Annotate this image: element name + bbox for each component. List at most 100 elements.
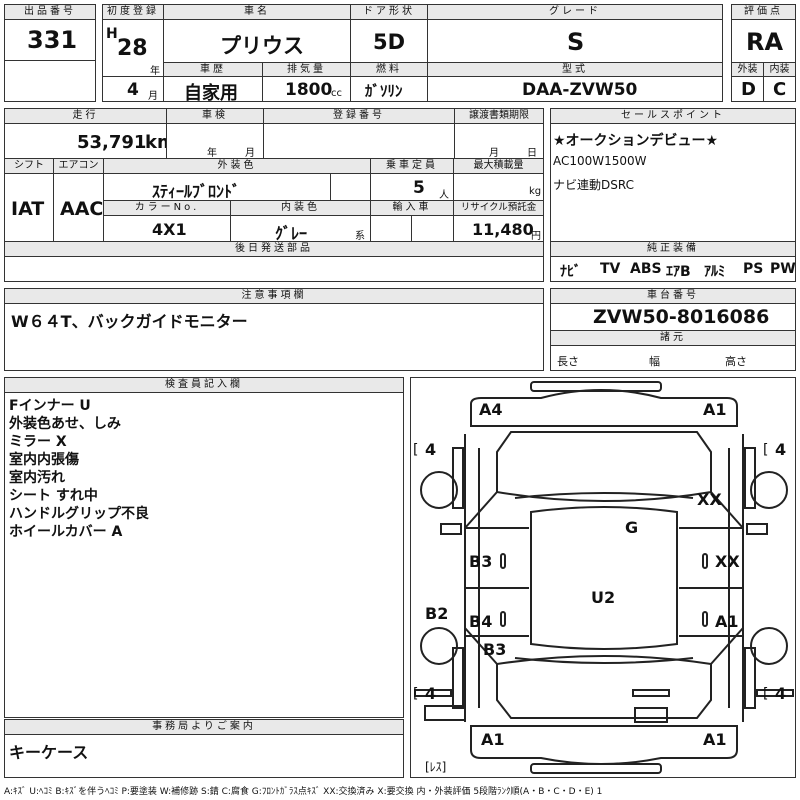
tire-tread: 4 bbox=[425, 440, 437, 459]
year-unit: 年 bbox=[150, 66, 160, 77]
mileage-cell: 53,791 km bbox=[4, 123, 167, 159]
inspection-label: 車検 bbox=[166, 108, 264, 124]
month-unit: 月 bbox=[148, 91, 158, 102]
inspector-line: ホイールカバー A bbox=[9, 524, 123, 540]
inspector-line: Fインナー U bbox=[9, 398, 91, 414]
shift-cell: IAT bbox=[4, 173, 54, 242]
interior-color-label: 内装色 bbox=[230, 200, 371, 216]
inspector-cell: Fインナー U 外装色あせ、しみ ミラー X 室内内張傷 室内汚れ シート すれ… bbox=[4, 392, 404, 718]
spec-height: 高さ bbox=[725, 355, 747, 368]
ac-cell: AAC bbox=[53, 173, 104, 242]
damage-mark: B2 bbox=[425, 604, 449, 623]
damage-mark: B3 bbox=[483, 640, 507, 659]
tire-bracket-open: [ bbox=[763, 442, 769, 458]
spec-width: 幅 bbox=[649, 355, 660, 368]
load-label: 最大積載量 bbox=[453, 158, 544, 174]
int-label: 内装 bbox=[763, 62, 796, 77]
chassis-cell: ZVW50-8016086 bbox=[550, 303, 796, 331]
displacement-label: 排気量 bbox=[262, 62, 351, 77]
import-cell-a bbox=[370, 215, 412, 242]
first-reg-label: 初度登録 bbox=[102, 4, 164, 20]
caution-text: W６４T、バックガイドモニター bbox=[11, 312, 248, 331]
sales-point-label: セールスポイント bbox=[550, 108, 796, 124]
inspector-label: 検査員記入欄 bbox=[4, 377, 404, 393]
damage-mark: B3 bbox=[469, 552, 493, 571]
car-name: プリウス bbox=[220, 34, 304, 58]
capacity-unit: 人 bbox=[439, 190, 449, 201]
history-cell: 自家用 bbox=[163, 76, 263, 102]
chassis-label: 車台番号 bbox=[550, 288, 796, 304]
reg-no-cell bbox=[263, 123, 455, 159]
equipment-item: ﾅﾋﾞ bbox=[560, 264, 581, 280]
import-cell-b bbox=[411, 215, 454, 242]
transfer-month-unit: 月 bbox=[489, 148, 499, 159]
inspection-cell: 年 月 bbox=[166, 123, 264, 159]
model: DAA-ZVW50 bbox=[522, 80, 638, 100]
inspector-line: 室内内張傷 bbox=[9, 452, 79, 468]
car-name-cell: プリウス bbox=[163, 19, 351, 63]
office-text: キーケース bbox=[9, 743, 89, 762]
import-label: 輸入車 bbox=[370, 200, 454, 216]
door-label: ドア形状 bbox=[350, 4, 428, 20]
era: H bbox=[106, 26, 118, 42]
inspector-line: ハンドルグリップ不良 bbox=[9, 506, 149, 522]
displacement-cell: 1800 cc bbox=[262, 76, 351, 102]
office-cell: キーケース bbox=[4, 734, 404, 778]
equipment-item: TV bbox=[600, 261, 621, 277]
color-cell-blank bbox=[330, 173, 371, 201]
equipment-cell: ﾅﾋﾞ TV ABS ｴｱB ｱﾙﾐ PS PW bbox=[550, 256, 796, 282]
color-label: 外装色 bbox=[103, 158, 371, 174]
tire-bracket-open: [ bbox=[413, 442, 419, 458]
inspector-line: ミラー X bbox=[9, 434, 67, 450]
fuel-cell: ｶﾞｿﾘﾝ bbox=[350, 76, 428, 102]
color-no-label: カラーNo. bbox=[103, 200, 231, 216]
year-num: 28 bbox=[117, 36, 148, 61]
shift-label: シフト bbox=[4, 158, 54, 174]
tire-tread: 4 bbox=[775, 440, 787, 459]
tire-tread: 4 bbox=[425, 684, 437, 703]
spec-length: 長さ bbox=[557, 355, 579, 368]
recycle-cell: 11,480 円 bbox=[453, 215, 544, 242]
mileage-label: 走行 bbox=[4, 108, 167, 124]
model-cell: DAA-ZVW50 bbox=[427, 76, 723, 102]
tire-tread: 4 bbox=[775, 684, 787, 703]
transfer-cell: 月 日 bbox=[454, 123, 544, 159]
door: 5D bbox=[373, 30, 406, 54]
inspector-line: シート すれ中 bbox=[9, 488, 98, 504]
interior-color-unit: 系 bbox=[355, 231, 365, 242]
equipment-label: 純正装備 bbox=[550, 241, 796, 257]
later-parts-cell bbox=[4, 256, 544, 282]
grade-label: グレード bbox=[427, 4, 723, 20]
rating-label: 評価点 bbox=[731, 4, 796, 20]
month-num: 4 bbox=[127, 80, 139, 100]
history: 自家用 bbox=[184, 83, 238, 102]
load-unit: kg bbox=[529, 186, 542, 197]
load-cell: kg bbox=[453, 173, 544, 201]
capacity: 5 bbox=[413, 178, 425, 198]
mileage: 53,791 bbox=[77, 132, 147, 153]
later-parts-label: 後日発送部品 bbox=[4, 241, 544, 257]
capacity-label: 乗車定員 bbox=[370, 158, 454, 174]
sales-point-line: ナビ連動DSRC bbox=[553, 178, 634, 192]
grade-cell: S bbox=[427, 19, 723, 63]
sales-point-cell: ★オークションデビュー★ AC100W1500W ナビ連動DSRC bbox=[550, 123, 796, 242]
first-reg-cell: H 28 年 bbox=[102, 19, 164, 77]
color: ｽﾃｨｰﾙﾌﾞﾛﾝﾄﾞ bbox=[152, 182, 241, 201]
spare-tire: [ﾚｽ] bbox=[425, 760, 447, 774]
mileage-unit: km bbox=[145, 132, 166, 153]
sales-point-line: AC100W1500W bbox=[553, 154, 647, 168]
legend: A:ｷｽﾞ U:ﾍｺﾐ B:ｷｽﾞを伴うﾍｺﾐ P:要塗装 W:補修跡 S:錆 … bbox=[4, 787, 603, 797]
equipment-item: PW bbox=[770, 261, 796, 277]
lot-no-label: 出品番号 bbox=[4, 4, 96, 20]
lot-no-blank bbox=[4, 60, 96, 102]
tire-bracket-open: [ bbox=[763, 686, 769, 702]
damage-mark: U2 bbox=[591, 588, 616, 607]
insp-year-unit: 年 bbox=[207, 148, 217, 159]
month-cell: 4 月 bbox=[102, 76, 164, 102]
ac-label: エアコン bbox=[53, 158, 104, 174]
damage-diagram: A4 A1 XX G B3 XX U2 B2 B4 A1 B3 A1 A1 [ … bbox=[410, 377, 796, 778]
car-outline-icon bbox=[414, 381, 794, 774]
capacity-cell: 5 人 bbox=[370, 173, 454, 201]
damage-mark: A1 bbox=[703, 730, 727, 749]
fuel: ｶﾞｿﾘﾝ bbox=[365, 82, 403, 100]
